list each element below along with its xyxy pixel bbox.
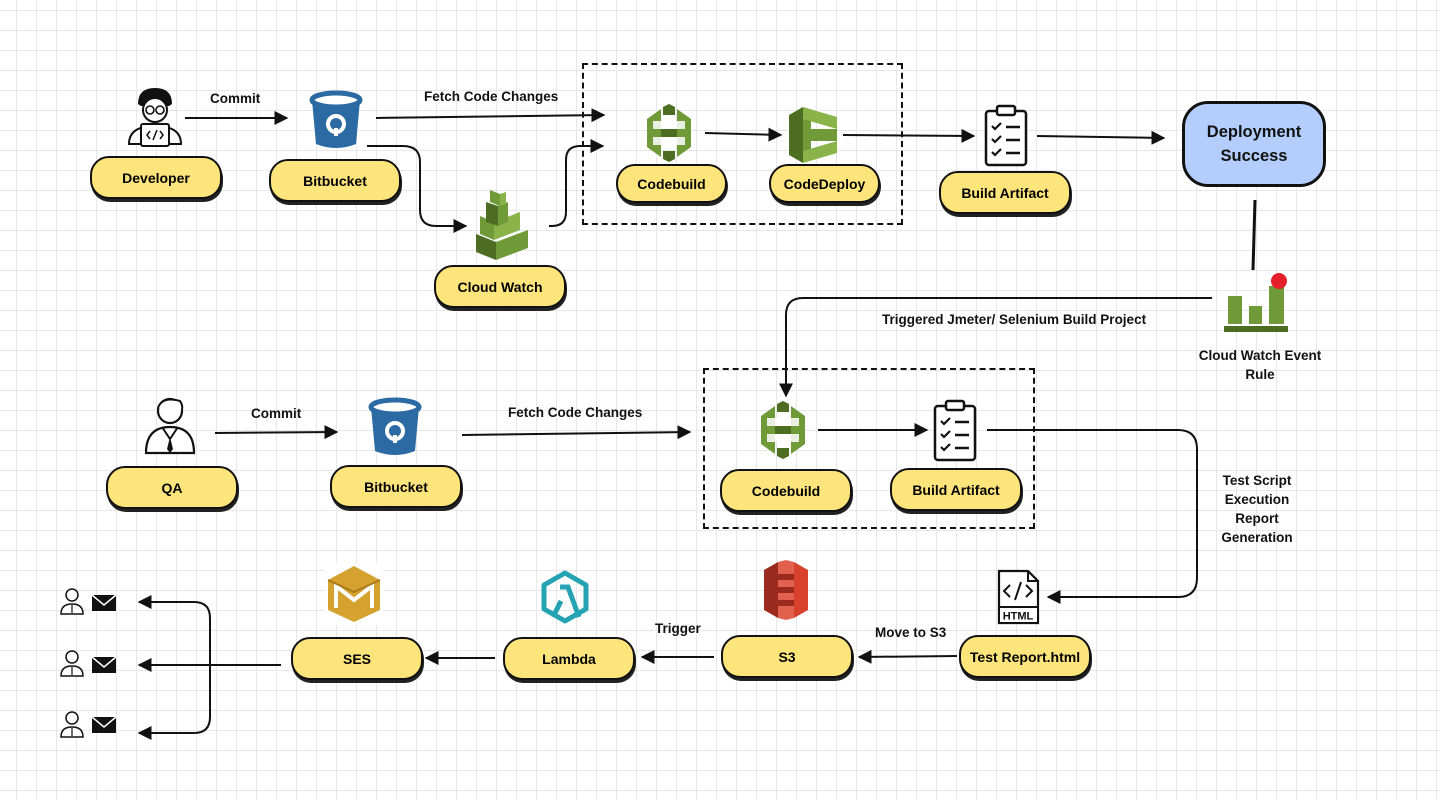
build-artifact-top-node[interactable]: Build Artifact [939, 171, 1071, 214]
codedeploy-icon [789, 107, 837, 163]
connectors [137, 108, 1257, 740]
commit-bottom-label: Commit [251, 406, 302, 421]
edge-ses-recipient-top [137, 595, 211, 660]
test-script-line-4: Generation [1221, 530, 1293, 545]
commit-top-label: Commit [210, 91, 261, 106]
fetch-code-changes-top-label: Fetch Code Changes [424, 89, 559, 104]
test-script-line-3: Report [1235, 511, 1279, 526]
bitbucket-top-node[interactable]: Bitbucket [269, 159, 401, 202]
fetch-code-changes-bottom-label: Fetch Code Changes [508, 405, 643, 420]
user-icon-recipient-3 [60, 711, 84, 738]
qa-user-icon [144, 397, 196, 455]
mail-icon-recipient-2 [91, 656, 117, 674]
cloud-watch-node[interactable]: Cloud Watch [434, 265, 566, 308]
edge-bitbucket-codebuild-2 [461, 425, 692, 440]
edge-qa-bitbucket [214, 425, 339, 440]
html-file-icon: HTML [997, 569, 1040, 625]
mail-icon-recipient-3 [91, 716, 117, 734]
edge-cloudwatch-codebuild [549, 139, 605, 227]
test-script-line-1: Test Script [1222, 473, 1292, 488]
cloud-watch-event-rule-label: Cloud Watch Event Rule [1185, 346, 1335, 384]
checklist-icon-top [984, 104, 1028, 167]
event-rule-label-line-1: Cloud Watch Event [1198, 348, 1322, 363]
codebuild-top-node[interactable]: Codebuild [616, 164, 727, 203]
mail-icon-recipient-1 [91, 594, 117, 612]
svg-text:HTML: HTML [1003, 611, 1034, 623]
trigger-label: Trigger [655, 621, 701, 636]
move-to-s3-label: Move to S3 [875, 625, 947, 640]
cloudwatch-icon [476, 190, 528, 260]
ses-icon [325, 563, 383, 625]
lambda-icon [541, 570, 589, 624]
build-artifact-bottom-node[interactable]: Build Artifact [890, 468, 1022, 511]
triggered-build-label: Triggered Jmeter/ Selenium Build Project [882, 312, 1147, 327]
deployment-success-line-1: Deployment [1206, 123, 1302, 141]
event-rule-label-line-2: Rule [1245, 367, 1275, 382]
user-icon-recipient-2 [60, 650, 84, 677]
edge-artifact-success [1036, 130, 1166, 145]
test-report-node[interactable]: Test Report.html [959, 635, 1091, 678]
s3-node[interactable]: S3 [721, 635, 853, 678]
edge-codedeploy-artifact [842, 128, 976, 143]
build-deploy-group [582, 63, 903, 225]
edge-artifact-testreport [987, 429, 1198, 604]
ses-node[interactable]: SES [291, 637, 423, 680]
edge-codebuild-codedeploy [704, 127, 783, 142]
edge-eventrule-codebuild [779, 297, 1212, 398]
test-script-line-2: Execution [1224, 492, 1290, 507]
user-icon-recipient-1 [60, 588, 84, 615]
bitbucket-bottom-node[interactable]: Bitbucket [330, 465, 462, 508]
edge-success-eventrule [1251, 199, 1257, 271]
edge-bitbucket-cloudwatch [367, 145, 468, 233]
test-script-label: Test Script Execution Report Generation [1202, 471, 1312, 547]
event-rule-chart-icon [1224, 273, 1288, 332]
qa-node[interactable]: QA [106, 466, 238, 509]
codebuild-bottom-node[interactable]: Codebuild [720, 469, 852, 512]
test-build-group [703, 368, 1035, 529]
lambda-node[interactable]: Lambda [503, 637, 635, 680]
bitbucket-icon-top [312, 93, 360, 148]
s3-bucket-icon [764, 560, 808, 620]
edge-bitbucket-codebuild [375, 108, 606, 123]
bitbucket-icon-bottom [371, 400, 419, 455]
edge-testreport-s3 [857, 649, 958, 664]
codedeploy-node[interactable]: CodeDeploy [769, 164, 880, 203]
developer-node[interactable]: Developer [90, 156, 222, 199]
edge-ses-recipient-bottom [137, 660, 211, 740]
deployment-success-line-2: Success [1220, 147, 1288, 165]
developer-icon [127, 88, 183, 147]
